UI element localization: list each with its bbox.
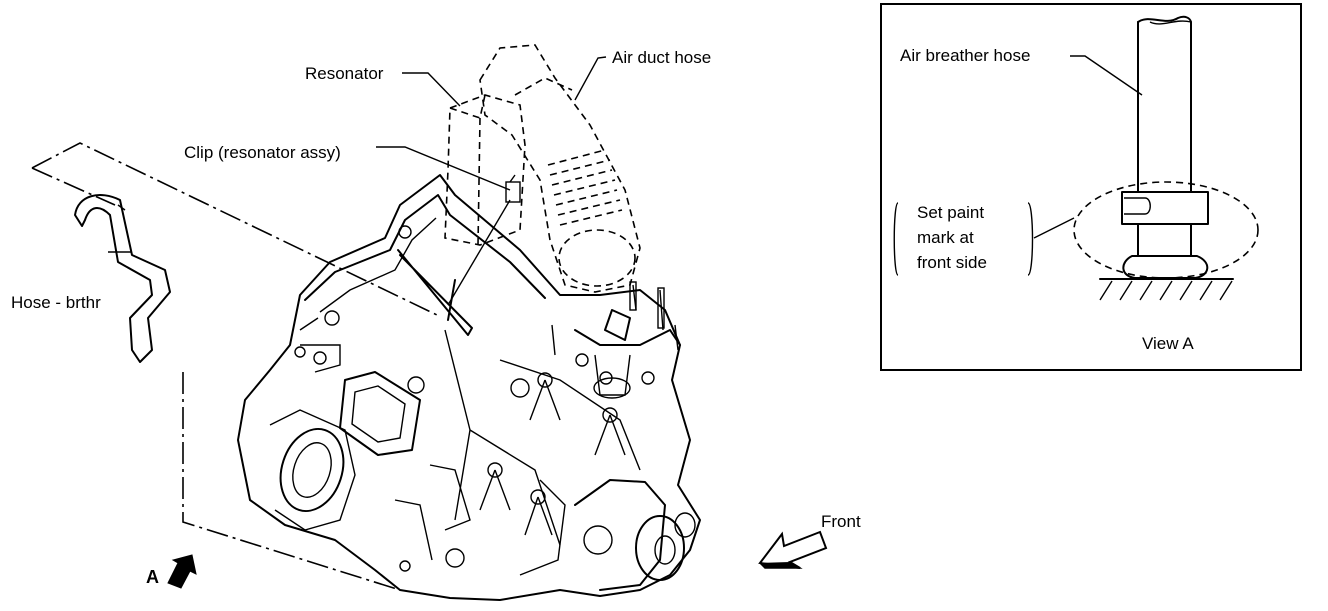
label-resonator: Resonator xyxy=(305,64,384,83)
label-clip: Clip (resonator assy) xyxy=(184,143,341,162)
front-arrow-icon xyxy=(758,530,828,569)
callout-leaders xyxy=(108,56,607,306)
label-view-a-marker: A xyxy=(146,567,159,587)
breather-hose-part xyxy=(74,194,171,363)
inset-label-paint-mark-3: front side xyxy=(917,253,987,272)
inset-label-paint-mark-2: mark at xyxy=(917,228,974,247)
label-air-duct-hose: Air duct hose xyxy=(612,48,711,67)
resonator-part xyxy=(444,94,526,246)
label-front: Front xyxy=(821,512,861,531)
air-duct-hose-part xyxy=(479,44,641,293)
label-hose-brthr: Hose - brthr xyxy=(11,293,101,312)
inset-label-view-a: View A xyxy=(1142,334,1194,353)
chain-leader-lines xyxy=(31,142,438,591)
transaxle-body xyxy=(237,174,701,601)
inset-label-paint-mark-1: Set paint xyxy=(917,203,984,222)
view-a-arrow-icon xyxy=(167,554,197,589)
view-a-inset xyxy=(880,3,1302,371)
inset-label-air-breather-hose: Air breather hose xyxy=(900,46,1030,65)
